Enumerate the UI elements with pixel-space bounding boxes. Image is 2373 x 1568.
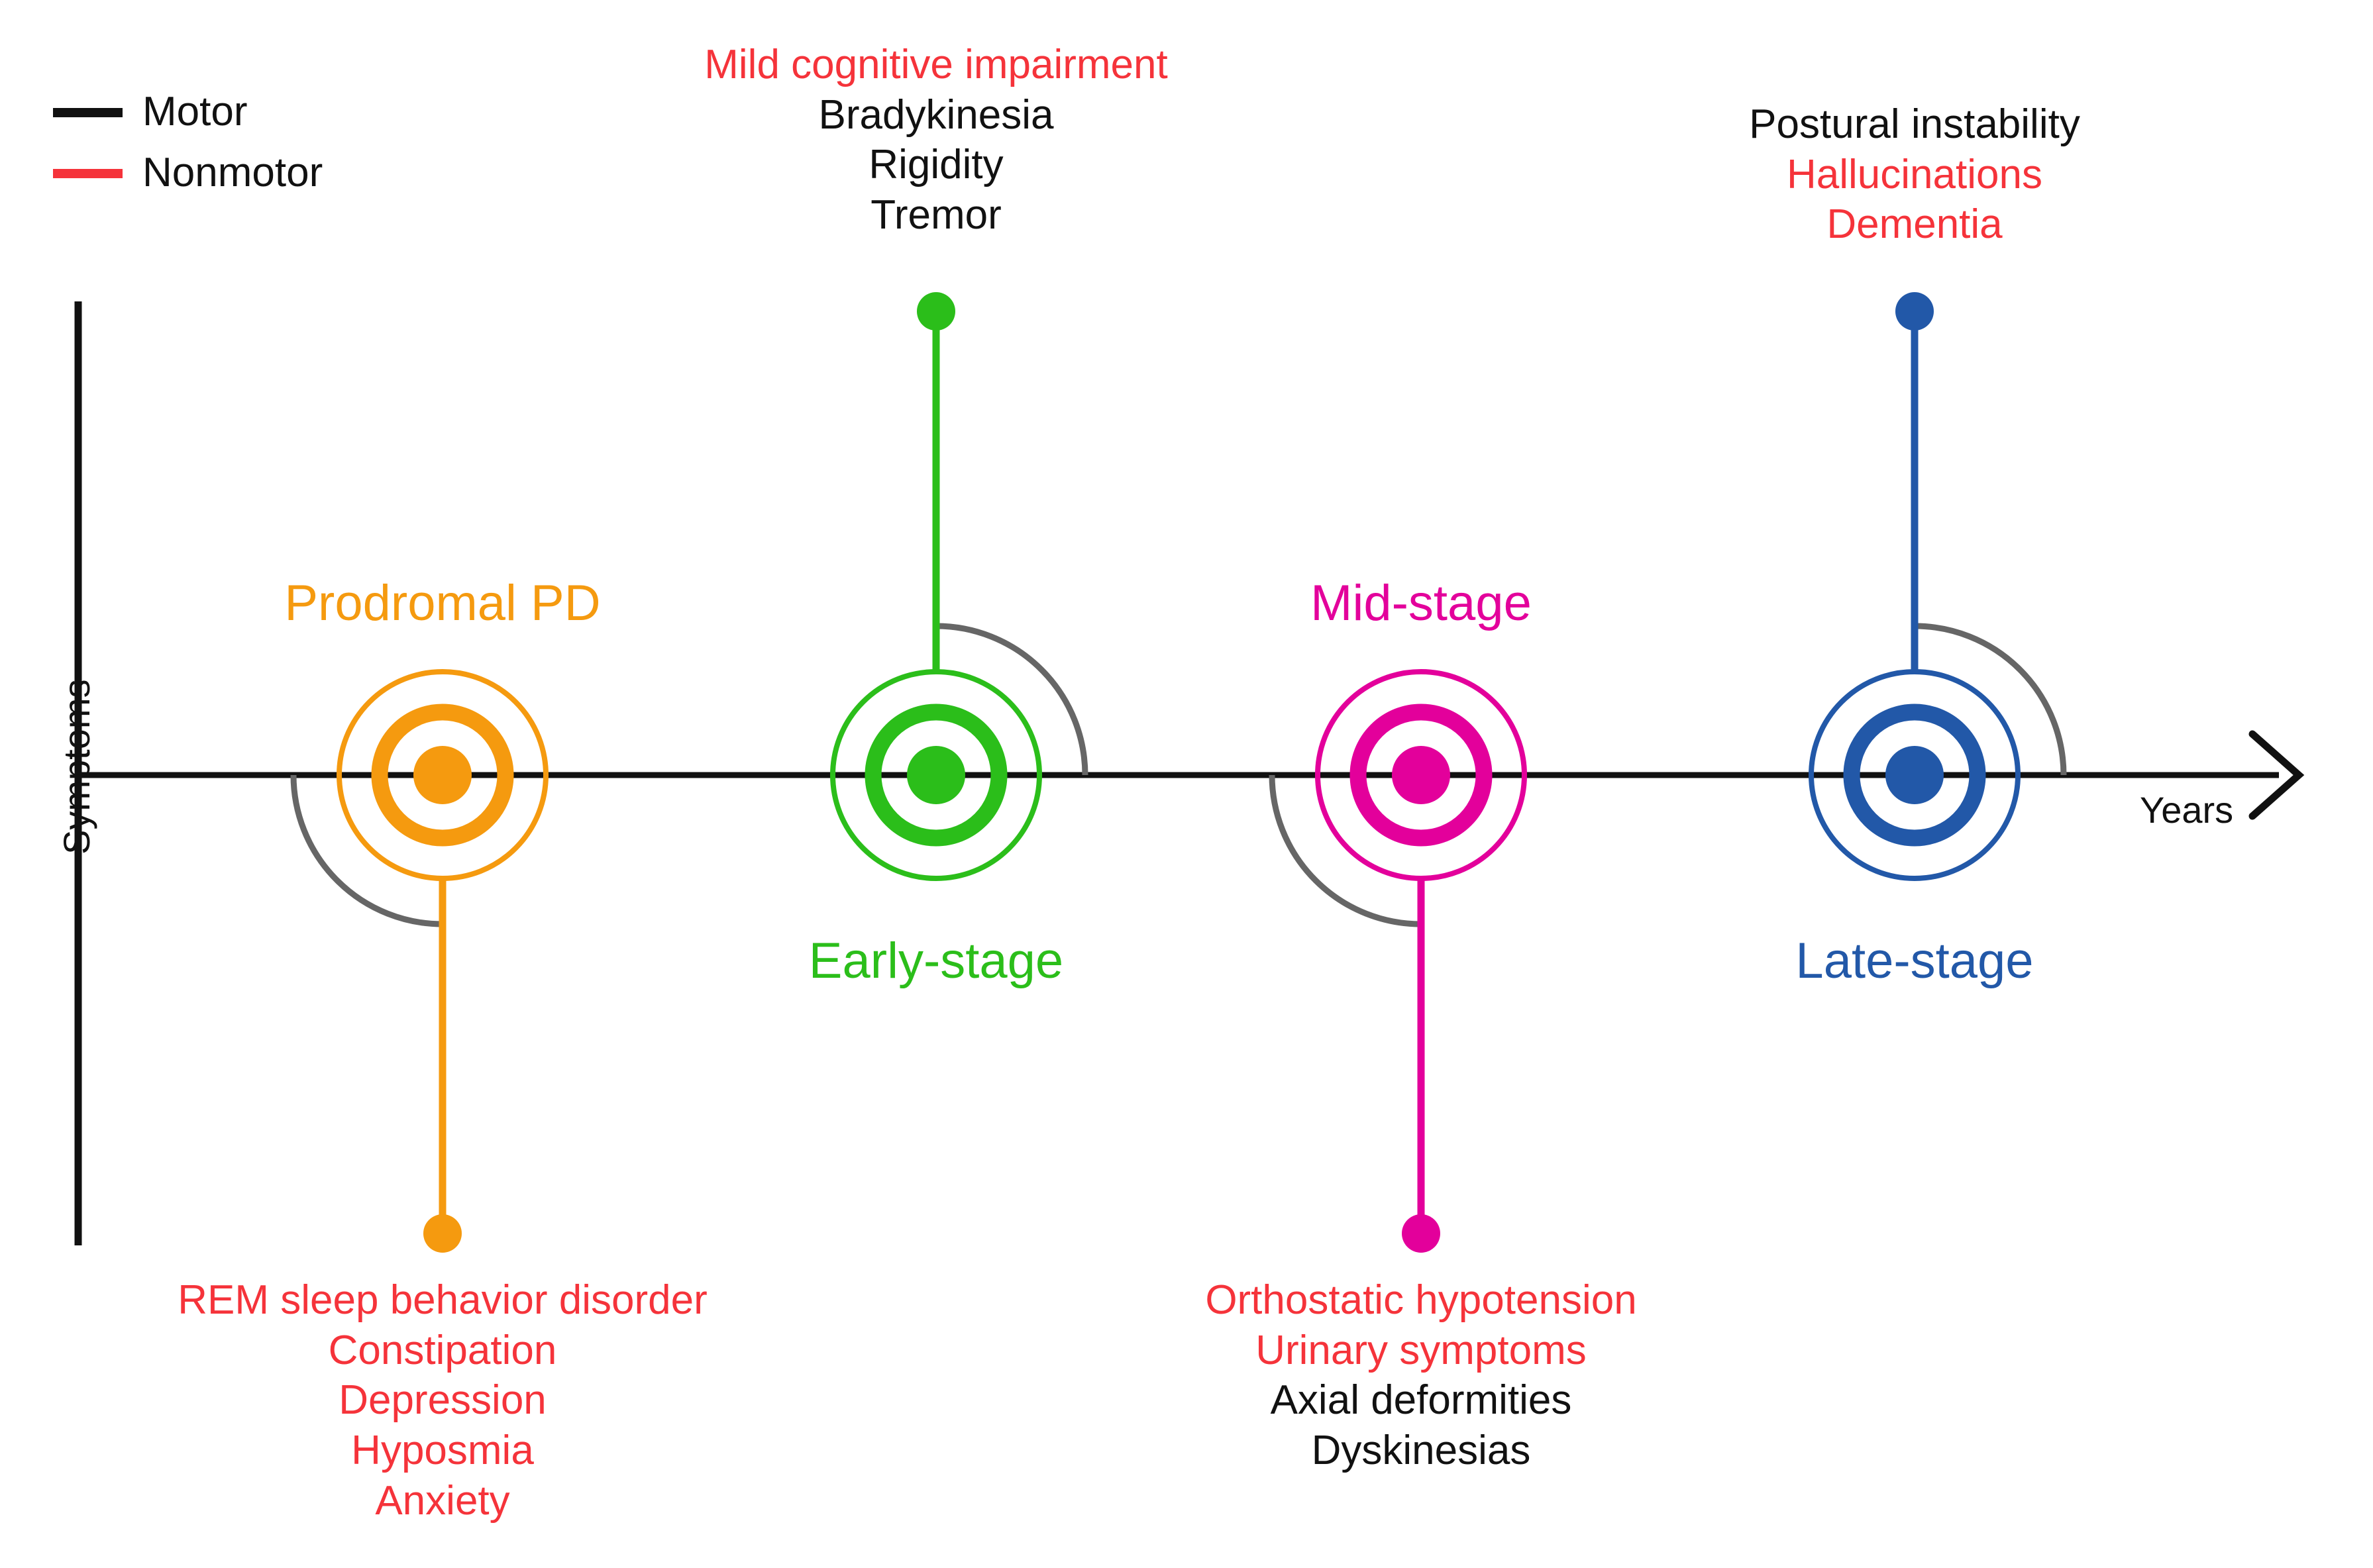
symptom-item: Mild cognitive impairment xyxy=(704,42,1168,87)
ring-center-late-stage xyxy=(1885,746,1944,804)
stem-endpoint-prodromal xyxy=(423,1214,462,1253)
arc-prodromal xyxy=(290,774,443,927)
symptom-item: Rigidity xyxy=(869,142,1004,188)
ring-outer-early-stage xyxy=(830,669,1042,881)
symptom-item: Hyposmia xyxy=(351,1427,534,1473)
arc-mid-stage xyxy=(1269,774,1422,927)
stem-endpoint-mid-stage xyxy=(1402,1214,1440,1253)
ring-outer-mid-stage xyxy=(1315,669,1527,881)
ring-center-prodromal xyxy=(413,746,472,804)
ring-center-mid-stage xyxy=(1392,746,1450,804)
legend-item-nonmotor-label: Nonmotor xyxy=(142,150,323,195)
ring-middle-mid-stage xyxy=(1349,704,1493,847)
symptom-list-early-stage: Mild cognitive impairment Bradykinesia R… xyxy=(704,40,1167,240)
ring-outer-prodromal xyxy=(337,669,549,881)
ring-center-early-stage xyxy=(907,746,965,804)
stem-endpoint-early-stage xyxy=(917,292,955,331)
arc-early-stage xyxy=(935,623,1088,776)
symptom-item: Postural instability xyxy=(1749,101,2080,147)
symptom-item: Bradykinesia xyxy=(818,91,1054,138)
symptom-list-late-stage: Postural instability Hallucinations Deme… xyxy=(1749,99,2080,250)
symptom-item: Anxiety xyxy=(375,1477,510,1524)
stage-title-late-stage: Late-stage xyxy=(1795,933,2034,989)
stage-title-early-stage: Early-stage xyxy=(808,933,1064,989)
y-axis-label: Symptoms xyxy=(56,679,97,855)
symptom-item: Tremor xyxy=(870,191,1002,238)
symptom-item: Axial deformities xyxy=(1270,1377,1572,1424)
legend-item-motor-label: Motor xyxy=(142,89,248,134)
ring-outer-late-stage xyxy=(1809,669,2021,881)
arc-late-stage xyxy=(1914,623,2067,776)
ring-middle-early-stage xyxy=(865,704,1008,847)
stage-title-prodromal: Prodromal PD xyxy=(284,575,601,631)
stem-endpoint-late-stage xyxy=(1895,292,1934,331)
symptom-item: Urinary symptoms xyxy=(1255,1327,1587,1373)
ring-middle-prodromal xyxy=(371,704,514,847)
symptom-item: Hallucinations xyxy=(1786,151,2042,197)
symptom-list-prodromal: REM sleep behavior disorder Constipation… xyxy=(178,1275,708,1526)
symptom-item: Dyskinesias xyxy=(1311,1427,1531,1473)
ring-middle-late-stage xyxy=(1843,704,1986,847)
x-axis-label: Years xyxy=(2140,789,2234,831)
symptom-item: Dementia xyxy=(1826,201,2003,248)
symptom-item: Orthostatic hypotension xyxy=(1205,1277,1637,1323)
symptom-item: REM sleep behavior disorder xyxy=(178,1277,708,1323)
symptom-list-mid-stage: Orthostatic hypotension Urinary symptoms… xyxy=(1205,1275,1636,1476)
symptom-item: Depression xyxy=(339,1377,547,1424)
stage-title-mid-stage: Mid-stage xyxy=(1310,575,1532,631)
symptom-item: Constipation xyxy=(328,1327,557,1373)
x-axis-arrowhead-icon xyxy=(2248,730,2305,820)
